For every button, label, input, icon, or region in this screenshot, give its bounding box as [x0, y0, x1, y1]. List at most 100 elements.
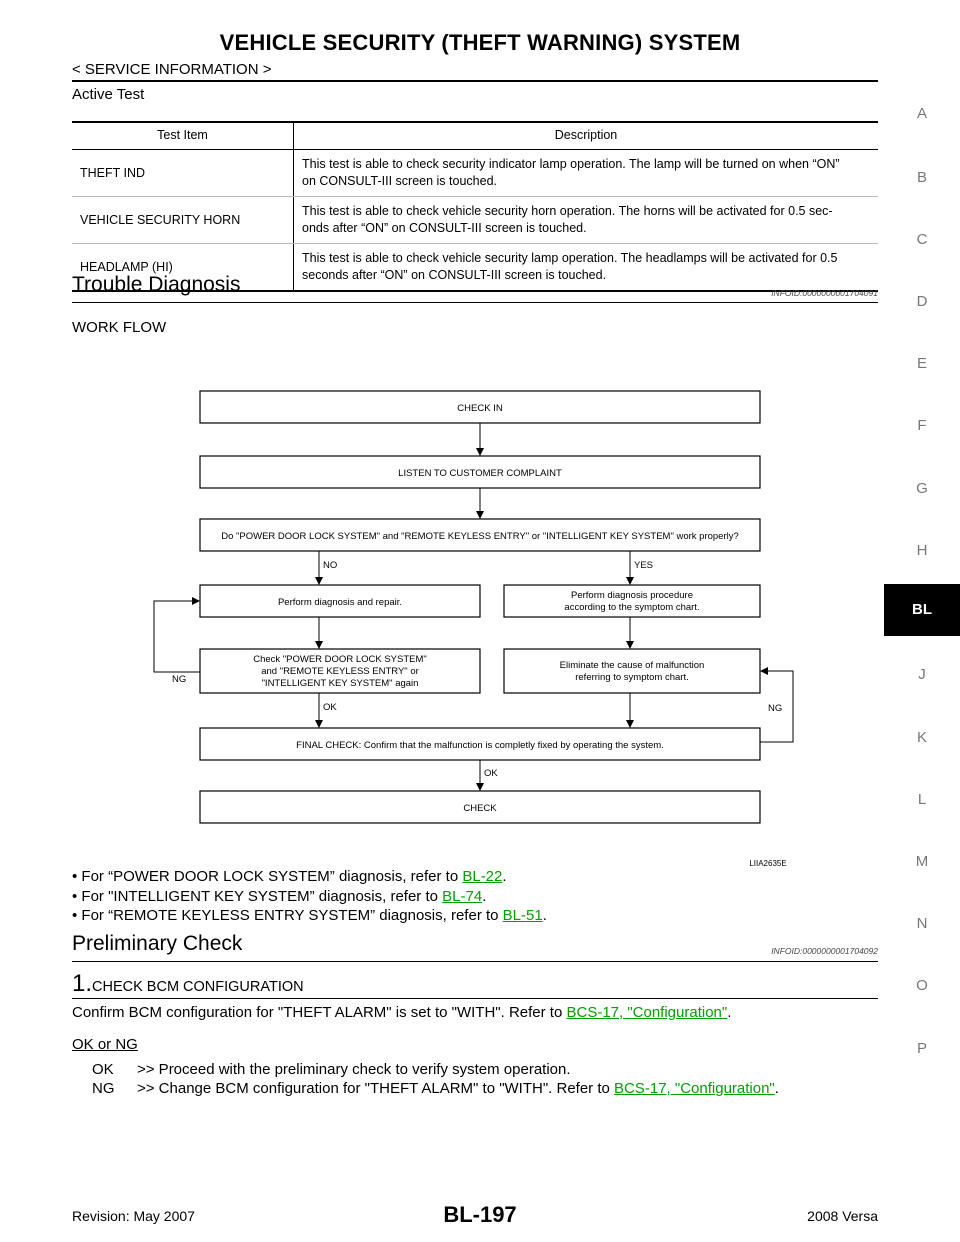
- description-line: onds after “ON” on CONSULT-III screen is…: [302, 221, 587, 235]
- index-tab-d[interactable]: D: [916, 293, 928, 310]
- index-tab-j[interactable]: J: [918, 666, 926, 683]
- preliminary-infoid: INFOID:0000000001704092: [771, 946, 878, 956]
- check-again-label: and "REMOTE KEYLESS ENTRY" or: [261, 666, 419, 677]
- description-line: This test is able to check vehicle secur…: [302, 204, 833, 218]
- description-cell: This test is able to check security indi…: [293, 149, 878, 197]
- check-label: CHECK: [463, 803, 497, 814]
- question-box: [199, 518, 761, 552]
- test-item-cell: VEHICLE SECURITY HORN: [72, 196, 294, 244]
- description-line: This test is able to check security indi…: [302, 157, 840, 171]
- footer-revision: Revision: May 2007: [72, 1208, 195, 1224]
- page-title: VEHICLE SECURITY (THEFT WARNING) SYSTEM: [219, 30, 741, 55]
- table-header-row: Test Item Description: [72, 121, 878, 150]
- index-tab-b[interactable]: B: [916, 169, 927, 186]
- eliminate-label: Eliminate the cause of malfunction: [560, 660, 705, 671]
- ng-result-line: >> Change BCM configuration for "THEFT A…: [137, 1080, 779, 1097]
- index-tab-p[interactable]: P: [916, 1040, 927, 1057]
- confirm-line: Confirm BCM configuration for "THEFT ALA…: [72, 1004, 732, 1021]
- index-tab-k[interactable]: K: [916, 729, 927, 746]
- final-check-box: [199, 727, 761, 761]
- perform-procedure-label: according to the symptom chart.: [564, 602, 699, 613]
- flow-loop-ng-left: [153, 597, 200, 673]
- ng-left-label: NG: [172, 674, 186, 685]
- column-header: Test Item: [72, 121, 294, 150]
- yes-label: YES: [634, 560, 653, 571]
- column-header: Description: [293, 121, 878, 150]
- index-tab-o[interactable]: O: [916, 977, 928, 994]
- perform-procedure-box: [503, 584, 761, 618]
- work-flow-heading: WORK FLOW: [72, 319, 167, 336]
- listen-box: [199, 455, 761, 489]
- step-title: CHECK BCM CONFIGURATION: [92, 979, 304, 995]
- perform-repair-box: [199, 584, 481, 618]
- flow-loop-ng-right: [760, 667, 794, 743]
- index-tab-n[interactable]: N: [916, 915, 928, 932]
- ok-or-ng-heading: OK or NG: [72, 1036, 138, 1053]
- section-rule: [72, 961, 878, 962]
- bullet-item: • For “POWER DOOR LOCK SYSTEM” diagnosis…: [72, 868, 507, 885]
- footer-page-number: BL-197: [443, 1202, 517, 1227]
- bullet-text: For “REMOTE KEYLESS ENTRY SYSTEM” diagno…: [81, 907, 503, 924]
- table-row: VEHICLE SECURITY HORN This test is able …: [72, 196, 878, 244]
- step-number: 1.: [72, 970, 93, 997]
- check-box: [199, 790, 761, 824]
- link-bl-51[interactable]: BL-51: [502, 907, 543, 924]
- index-tab-f[interactable]: F: [917, 417, 927, 434]
- ok-label: OK: [92, 1061, 114, 1078]
- check-in-label: CHECK IN: [457, 403, 503, 414]
- ng-right-label: NG: [768, 703, 782, 714]
- index-tab-h[interactable]: H: [916, 542, 928, 559]
- eliminate-box: [503, 648, 761, 694]
- index-tab-m[interactable]: M: [915, 853, 929, 870]
- active-test-heading: Active Test: [72, 86, 145, 103]
- work-flow-chart: CHECK IN LISTEN TO CUSTOMER COMPLAINT Do…: [153, 390, 794, 868]
- index-tab-bl[interactable]: BL: [884, 584, 960, 636]
- step-rule: [72, 998, 878, 999]
- footer-model: 2008 Versa: [807, 1208, 878, 1224]
- final-check-label: FINAL CHECK: Confirm that the malfunctio…: [296, 740, 664, 751]
- index-tab-g[interactable]: G: [916, 480, 928, 497]
- confirm-text: Confirm BCM configuration for "THEFT ALA…: [72, 1004, 567, 1021]
- ng-result-text: >> Change BCM configuration for "THEFT A…: [137, 1080, 615, 1097]
- check-again-label: Check "POWER DOOR LOCK SYSTEM": [253, 654, 427, 665]
- index-tab-c[interactable]: C: [916, 231, 928, 248]
- section-label: < SERVICE INFORMATION >: [72, 61, 272, 78]
- test-item-cell: THEFT IND: [72, 149, 294, 197]
- check-again-box: [199, 648, 481, 694]
- bullet-text: For “POWER DOOR LOCK SYSTEM” diagnosis, …: [81, 868, 463, 885]
- description-cell: This test is able to check vehicle secur…: [293, 196, 878, 244]
- check-again-label: "INTELLIGENT KEY SYSTEM" again: [262, 678, 419, 689]
- eliminate-label: referring to symptom chart.: [575, 672, 689, 683]
- bullet-text: For "INTELLIGENT KEY SYSTEM” diagnosis, …: [81, 888, 443, 905]
- side-index: A B C D E F G H BL J K L M N O P: [884, 0, 960, 1242]
- table-row: THEFT IND This test is able to check sec…: [72, 149, 878, 197]
- table-row: HEADLAMP (HI) This test is able to check…: [72, 243, 878, 292]
- description-line: seconds after “ON” on CONSULT-III screen…: [302, 268, 607, 282]
- active-test-table: Test Item Description THEFT IND This tes…: [72, 121, 878, 292]
- index-tab-a[interactable]: A: [916, 105, 927, 122]
- preliminary-check-title: Preliminary Check: [72, 932, 243, 955]
- description-cell: This test is able to check vehicle secur…: [293, 243, 878, 292]
- question-label: Do "POWER DOOR LOCK SYSTEM" and "REMOTE …: [221, 531, 739, 542]
- no-label: NO: [323, 560, 337, 571]
- index-tab-l[interactable]: L: [917, 791, 927, 808]
- link-bl-22[interactable]: BL-22: [462, 868, 503, 885]
- ok-label: OK: [323, 702, 337, 713]
- index-tab-e[interactable]: E: [916, 355, 927, 372]
- link-bcs-17-configuration[interactable]: BCS-17, "Configuration": [566, 1004, 728, 1021]
- figure-id: LIIA2635E: [749, 859, 786, 868]
- link-bl-74[interactable]: BL-74: [442, 888, 483, 905]
- link-bcs-17-configuration[interactable]: BCS-17, "Configuration": [614, 1080, 775, 1097]
- step-heading: 1.CHECK BCM CONFIGURATION: [72, 970, 304, 998]
- bullet-item: • For “REMOTE KEYLESS ENTRY SYSTEM” diag…: [72, 907, 547, 924]
- listen-label: LISTEN TO CUSTOMER COMPLAINT: [398, 468, 562, 479]
- trouble-diagnosis-title: Trouble Diagnosis: [72, 273, 241, 296]
- perform-repair-label: Perform diagnosis and repair.: [278, 597, 402, 608]
- trouble-infoid: INFOID:0000000001704091: [771, 288, 878, 298]
- section-rule: [72, 302, 878, 303]
- ok-result-text: >> Proceed with the preliminary check to…: [137, 1061, 571, 1078]
- description-line: This test is able to check vehicle secur…: [302, 251, 838, 265]
- ng-label: NG: [92, 1080, 115, 1097]
- header-rule: [72, 80, 878, 82]
- bullet-item: • For "INTELLIGENT KEY SYSTEM” diagnosis…: [72, 888, 487, 905]
